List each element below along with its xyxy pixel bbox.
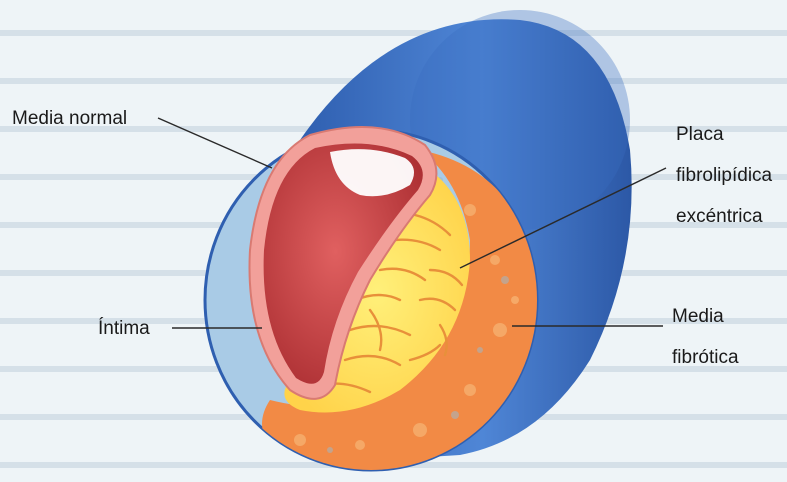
label-media-normal: Media normal	[12, 108, 127, 129]
label-placa-line2: fibrolipídica	[676, 165, 773, 186]
leader-media-normal	[158, 118, 272, 168]
label-media-fibrotica-line1: Media	[672, 306, 724, 327]
label-placa-line1: Placa	[676, 124, 724, 145]
label-media-fibrotica-line2: fibrótica	[672, 347, 739, 368]
label-placa-line3: excéntrica	[676, 206, 763, 227]
label-intima: Íntima	[98, 318, 150, 339]
